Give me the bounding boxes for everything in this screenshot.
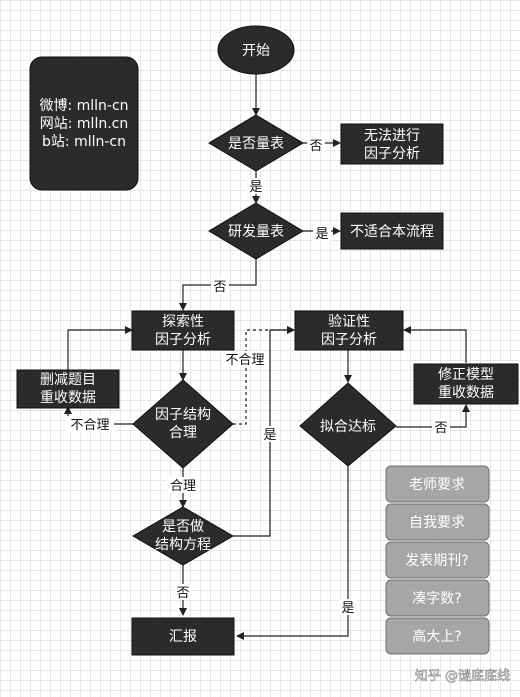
node-structure-ok: 因子结构 合理	[132, 379, 234, 469]
node-report-label: 汇报	[169, 629, 197, 645]
edge-label-yes-1: 是	[249, 180, 262, 195]
side-button-self: 自我要求	[385, 503, 490, 541]
node-cfa: 验证性 因子分析	[294, 310, 404, 351]
side-button-fancy-label: 高大上?	[412, 628, 461, 645]
node-not-fit: 不适合本流程	[340, 212, 444, 250]
node-modify-model-line2: 重收数据	[438, 385, 494, 401]
edge-label-no-4: 否	[434, 421, 447, 436]
edge-label-no-2: 否	[213, 280, 226, 295]
node-do-sem-line1: 是否做	[162, 519, 204, 535]
node-efa-line1: 探索性	[162, 313, 204, 330]
edges	[64, 73, 470, 640]
watermark-text: 知乎 @谜底底线	[415, 668, 510, 684]
node-cfa-line2: 因子分析	[321, 332, 377, 348]
side-button-wordcount: 凑字数?	[385, 579, 490, 617]
node-start: 开始	[217, 25, 295, 75]
side-button-journal: 发表期刊?	[385, 541, 490, 579]
node-delete-items-line1: 删减题目	[40, 372, 96, 388]
info-box: 微博: mlln-cn 网站: mlln.cn b站: mlln-cn	[29, 56, 139, 191]
node-no-factor-line1: 无法进行	[364, 128, 420, 144]
side-button-self-label: 自我要求	[409, 515, 465, 531]
edge-fit-to-report	[236, 466, 349, 640]
node-do-sem-line2: 结构方程	[155, 537, 211, 553]
node-no-factor: 无法进行 因子分析	[340, 123, 444, 165]
node-structure-ok-line1: 因子结构	[155, 407, 211, 423]
node-efa: 探索性 因子分析	[131, 310, 235, 351]
side-button-wordcount-label: 凑字数?	[412, 590, 461, 607]
edge-label-no-3: 否	[176, 586, 189, 601]
node-is-scale: 是否量表	[208, 114, 304, 172]
node-start-label: 开始	[242, 43, 270, 59]
node-modify-model: 修正模型 重收数据	[413, 363, 519, 405]
node-modify-model-line1: 修正模型	[438, 367, 494, 383]
edge-fit-to-modify	[396, 404, 470, 428]
edge-label-unreasonable-1: 不合理	[225, 353, 264, 368]
edge-labels: 否 是 是 否 不合理 不合理 合理 是 否 否 是	[66, 137, 450, 616]
side-button-journal-label: 发表期刊?	[405, 553, 468, 569]
info-line-bilibili: b站: mlln-cn	[42, 134, 126, 150]
node-no-factor-line2: 因子分析	[364, 146, 420, 162]
node-do-sem: 是否做 结构方程	[132, 506, 234, 566]
info-line-weibo: 微博: mlln-cn	[39, 97, 128, 114]
node-is-scale-label: 是否量表	[228, 136, 284, 152]
node-develop-label: 研发量表	[228, 224, 284, 240]
side-button-list: 老师要求 自我要求 发表期刊? 凑字数? 高大上?	[385, 465, 490, 655]
node-delete-items-line2: 重收数据	[40, 390, 96, 406]
edge-label-yes-4: 是	[341, 601, 354, 616]
node-fit-ok: 拟合达标	[299, 382, 397, 467]
edge-delete-to-efa	[67, 326, 133, 370]
node-cfa-line1: 验证性	[328, 314, 370, 330]
edge-modify-to-cfa	[403, 326, 467, 363]
edge-label-yes-3: 是	[263, 428, 276, 443]
side-button-teacher-label: 老师要求	[409, 477, 465, 493]
edge-label-yes-2: 是	[315, 227, 328, 242]
info-line-website: 网站: mlln.cn	[40, 116, 128, 132]
node-report: 汇报	[131, 617, 235, 656]
side-button-teacher: 老师要求	[385, 465, 490, 503]
edge-label-unreasonable-2: 不合理	[70, 418, 109, 433]
edge-label-reasonable: 合理	[170, 479, 196, 494]
node-develop: 研发量表	[208, 202, 304, 260]
edge-structure-to-cfa	[233, 326, 295, 425]
edge-label-no-1: 否	[309, 139, 322, 154]
node-efa-line2: 因子分析	[155, 332, 211, 348]
node-fit-ok-label: 拟合达标	[320, 419, 376, 435]
side-button-fancy: 高大上?	[385, 617, 490, 655]
node-structure-ok-line2: 合理	[169, 425, 197, 441]
node-not-fit-label: 不适合本流程	[350, 224, 434, 240]
node-delete-items: 删减题目 重收数据	[16, 369, 120, 409]
